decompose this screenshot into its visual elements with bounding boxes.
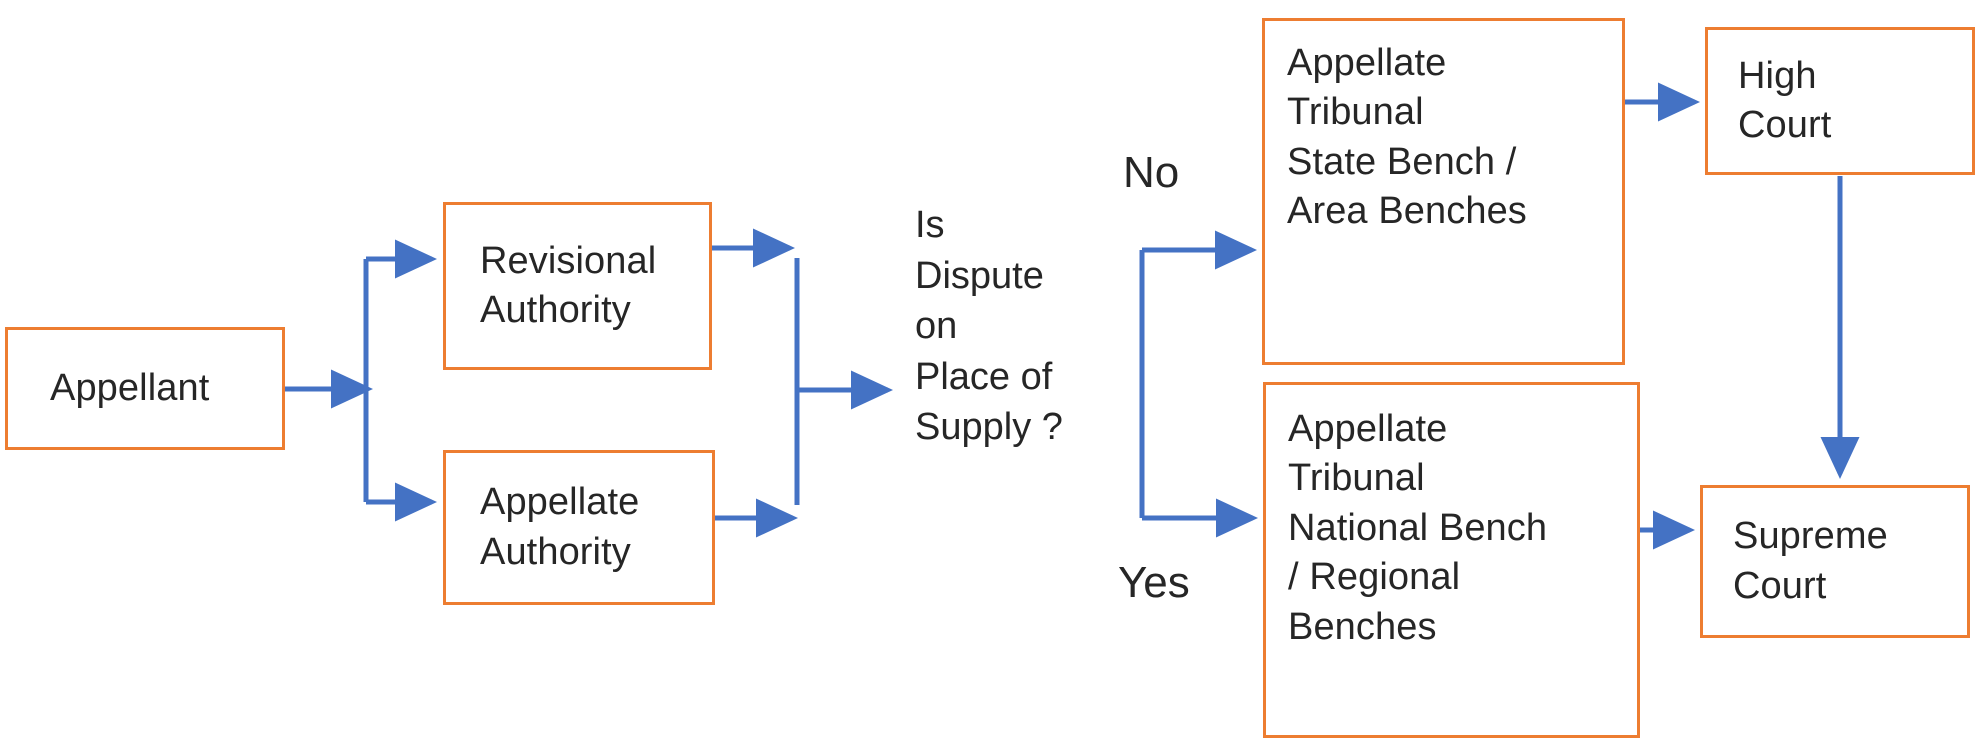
node-revisional-authority[interactable]: Revisional Authority: [443, 202, 712, 370]
node-appellate-authority-label: Appellate Authority: [480, 481, 640, 573]
node-tribunal-state-bench-label: Appellate Tribunal State Bench / Area Be…: [1287, 42, 1527, 233]
node-tribunal-national-bench-label: Appellate Tribunal National Bench / Regi…: [1288, 408, 1548, 648]
node-high-court-label: High Court: [1738, 54, 1832, 146]
node-high-court[interactable]: High Court: [1705, 27, 1975, 175]
node-appellant-label: Appellant: [50, 366, 210, 409]
edge-label-yes: Yes: [1118, 558, 1190, 607]
node-tribunal-national-bench[interactable]: Appellate Tribunal National Bench / Regi…: [1263, 382, 1640, 738]
node-appellate-authority[interactable]: Appellate Authority: [443, 450, 715, 605]
node-appellant[interactable]: Appellant: [5, 327, 285, 450]
node-supreme-court[interactable]: Supreme Court: [1700, 485, 1970, 638]
node-tribunal-state-bench[interactable]: Appellate Tribunal State Bench / Area Be…: [1262, 18, 1625, 365]
node-supreme-court-label: Supreme Court: [1733, 515, 1888, 607]
decision-question-text: Is Dispute on Place of Supply ?: [915, 204, 1063, 449]
edge-label-no: No: [1123, 148, 1180, 197]
node-revisional-authority-label: Revisional Authority: [480, 239, 657, 331]
